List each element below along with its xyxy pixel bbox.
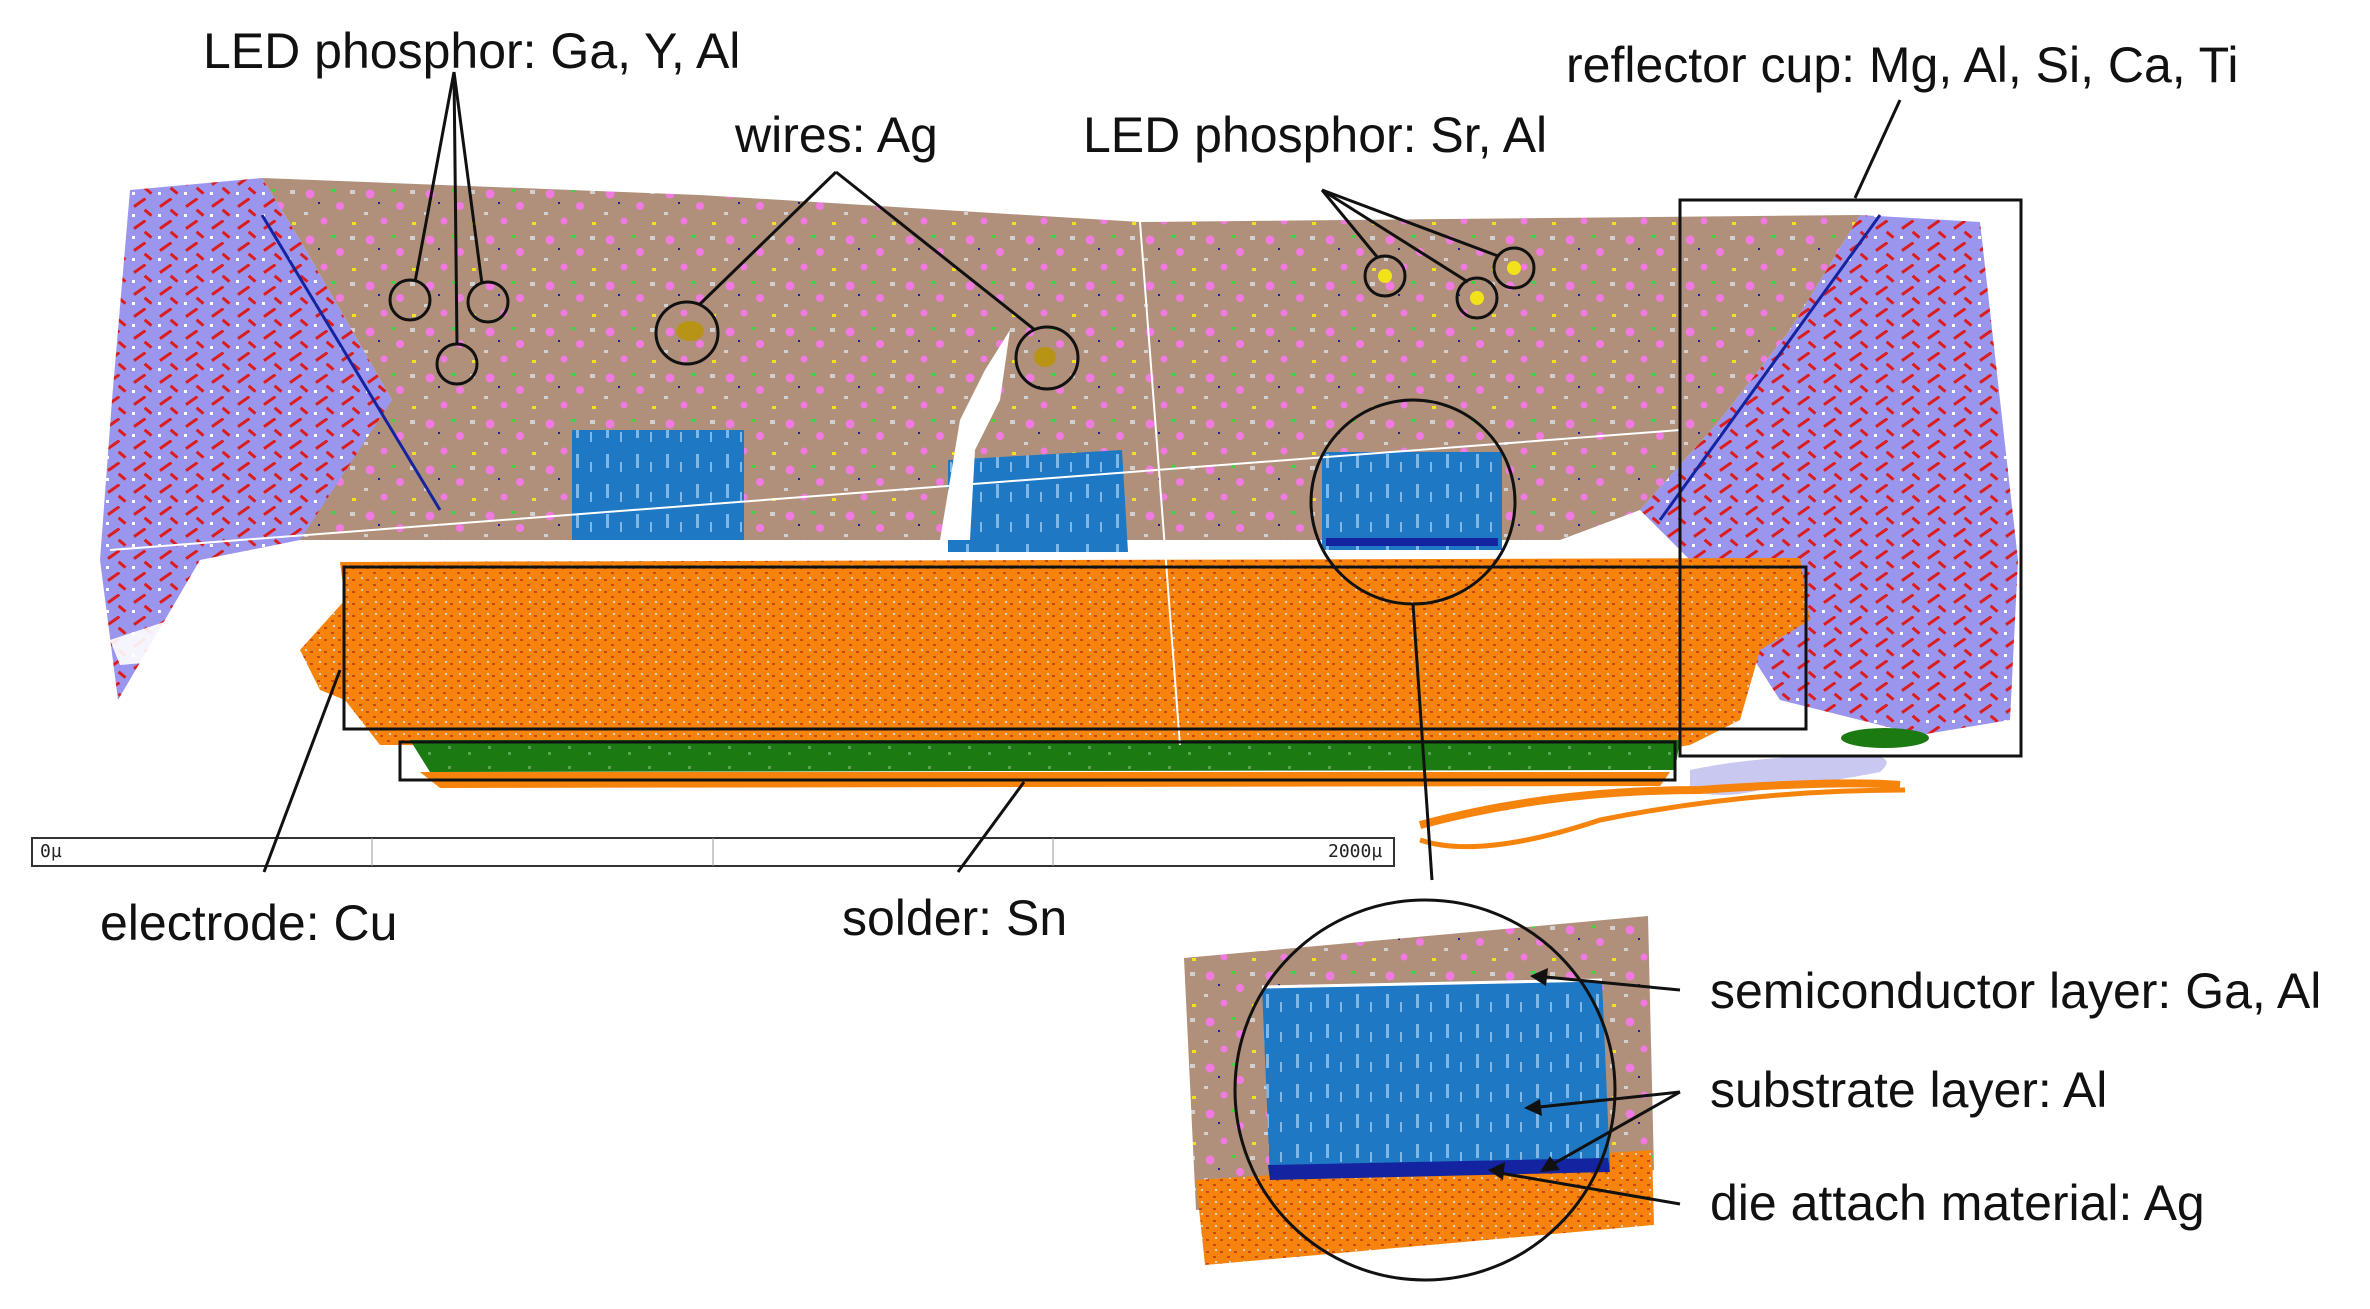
label-substrate-layer: substrate layer: Al bbox=[1710, 1062, 2108, 1118]
led-die-right bbox=[1322, 452, 1502, 550]
box-electrode bbox=[342, 565, 1808, 731]
phosphor-sral-dot-3 bbox=[1507, 261, 1521, 275]
label-electrode-cu: electrode: Cu bbox=[100, 895, 398, 951]
leader-substrate-1 bbox=[1529, 1090, 1681, 1110]
leader-reflector-cup bbox=[1853, 99, 1902, 199]
solder-fragment-right bbox=[1841, 728, 1929, 748]
solder-tin bbox=[410, 740, 1680, 772]
label-wires-ag: wires: Ag bbox=[735, 107, 938, 163]
arrow-substrate-1 bbox=[1524, 1099, 1542, 1116]
inset-zoom bbox=[1184, 898, 1654, 1282]
scale-end-label: 2000µ bbox=[1328, 841, 1383, 862]
lead-frame-streak-left bbox=[110, 540, 345, 665]
label-reflector-cup: reflector cup: Mg, Al, Si, Ca, Ti bbox=[1566, 37, 2239, 93]
led-die-left bbox=[572, 430, 744, 540]
leader-phosphor-gya-1 bbox=[413, 71, 456, 283]
lead-wire-lower-right-2 bbox=[1418, 779, 1901, 829]
reflector-boundary-right bbox=[1658, 214, 1882, 521]
circle-wire-2 bbox=[1014, 325, 1080, 391]
reflector-cup-left bbox=[100, 178, 440, 700]
inset-die-attach bbox=[1268, 1158, 1610, 1180]
inset-zoom-circle bbox=[1233, 898, 1617, 1282]
leader-phosphor-sral-1 bbox=[1320, 189, 1380, 259]
leader-phosphor-sral-2 bbox=[1321, 188, 1469, 284]
wire-ag-2 bbox=[1034, 347, 1056, 367]
electrode-copper bbox=[300, 558, 1810, 750]
box-reflector-cup bbox=[1678, 198, 2023, 758]
circle-phosphor-gya-2 bbox=[466, 280, 510, 324]
circle-phosphor-sral-1 bbox=[1363, 254, 1407, 298]
wire-crack-white bbox=[940, 330, 1010, 540]
label-die-attach: die attach material: Ag bbox=[1710, 1175, 2205, 1231]
label-phosphor-ga-y-al: LED phosphor: Ga, Y, Al bbox=[203, 23, 741, 79]
inset-die bbox=[1262, 980, 1610, 1178]
scale-start-label: 0µ bbox=[40, 841, 62, 862]
label-semiconductor-layer: semiconductor layer: Ga, Al bbox=[1710, 963, 2322, 1019]
circle-wire-1 bbox=[654, 300, 720, 366]
grid-line-h1 bbox=[109, 429, 1681, 551]
wire-ag-1 bbox=[676, 321, 704, 341]
leader-wire-2 bbox=[835, 170, 1036, 332]
circle-phosphor-sral-3 bbox=[1492, 246, 1536, 290]
phosphor-sral-dot-1 bbox=[1378, 269, 1392, 283]
leader-phosphor-gya-3 bbox=[452, 71, 459, 346]
leader-solder bbox=[956, 781, 1026, 873]
leader-die-attach bbox=[1493, 1170, 1681, 1206]
box-solder bbox=[398, 740, 1677, 782]
lead-wire-lower-right-3 bbox=[1419, 787, 1906, 850]
reflector-boundary-left bbox=[260, 214, 442, 511]
zoom-connector bbox=[1411, 603, 1434, 881]
arrow-die-attach bbox=[1488, 1162, 1505, 1180]
grid-line-v1 bbox=[1139, 221, 1181, 746]
leader-phosphor-sral-3 bbox=[1321, 188, 1499, 258]
arrow-substrate-2 bbox=[1540, 1156, 1560, 1172]
circle-phosphor-sral-2 bbox=[1455, 276, 1499, 320]
label-phosphor-sr-al: LED phosphor: Sr, Al bbox=[1083, 107, 1548, 163]
leader-substrate-2 bbox=[1545, 1090, 1681, 1170]
circle-phosphor-gya-1 bbox=[388, 278, 432, 322]
leader-electrode bbox=[262, 669, 342, 873]
led-die-middle bbox=[948, 450, 1128, 552]
leader-phosphor-gya-2 bbox=[452, 71, 484, 285]
phosphor-sral-dot-2 bbox=[1470, 291, 1484, 305]
leader-wire-1 bbox=[698, 170, 838, 306]
leader-semiconductor bbox=[1534, 974, 1681, 992]
arrow-semiconductor bbox=[1530, 968, 1548, 986]
die-attach-right bbox=[1326, 538, 1498, 546]
label-solder-sn: solder: Sn bbox=[842, 890, 1068, 946]
